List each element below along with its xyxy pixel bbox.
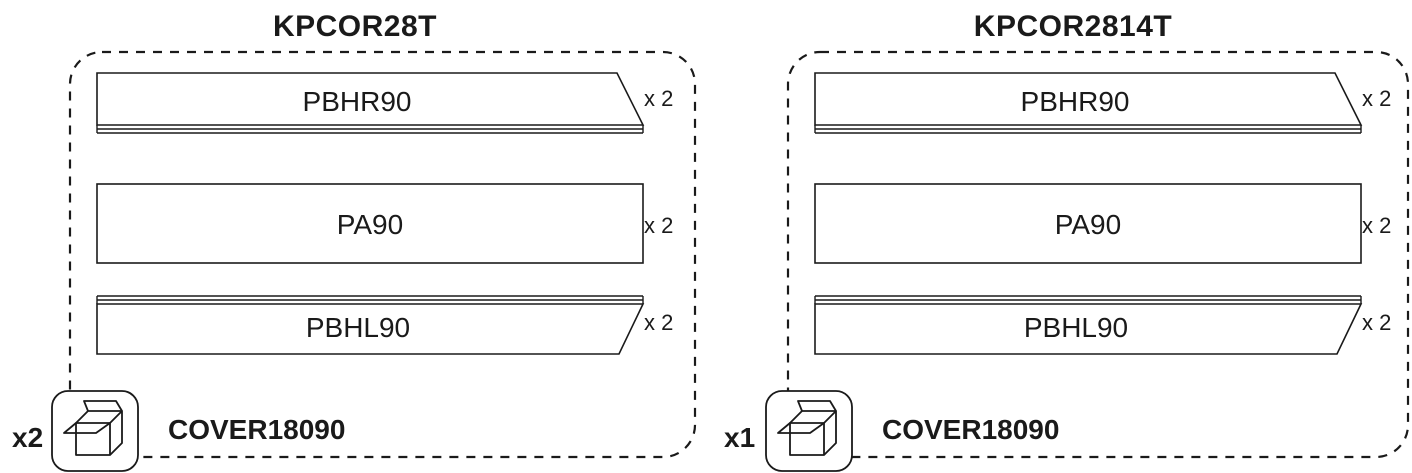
kit-title: KPCOR2814T	[973, 10, 1173, 43]
panel-shape-right-bevel	[96, 72, 645, 134]
panel-label: PA90	[1054, 209, 1122, 240]
panel-shape-left-bevel	[814, 295, 1363, 355]
panel-quantity: x 2	[644, 310, 674, 335]
panel-quantity: x 2	[1362, 213, 1392, 238]
box-quantity: x1	[724, 422, 756, 453]
panel-quantity: x 2	[644, 213, 674, 238]
panel-label: PBHL90	[1023, 312, 1129, 343]
panel-shape-straight	[814, 183, 1362, 264]
panel-quantity: x 2	[1362, 86, 1392, 111]
kit-title: KPCOR28T	[272, 10, 438, 43]
open-box-icon	[51, 390, 139, 472]
box-label: COVER18090	[168, 414, 346, 445]
open-box-icon	[765, 390, 853, 472]
panel-shape-right-bevel	[814, 72, 1363, 134]
kit-group: KPCOR2814T PBHR90 x 2 PA90 x 2 PBHL90 x …	[718, 0, 1412, 473]
panel-label: PA90	[336, 209, 404, 240]
panel-label: PBHR90	[302, 86, 412, 117]
panel-shape-straight	[96, 183, 644, 264]
box-quantity: x2	[12, 422, 44, 453]
panel-label: PBHR90	[1020, 86, 1130, 117]
panel-shape-left-bevel	[96, 295, 645, 355]
kit-group: KPCOR28T PBHR90 x 2 PA90 x 2 PBHL90 x 2 …	[0, 0, 700, 473]
box-label: COVER18090	[882, 414, 1060, 445]
panel-quantity: x 2	[1362, 310, 1392, 335]
panel-quantity: x 2	[644, 86, 674, 111]
kit-dashed-outline	[786, 50, 1410, 459]
panel-label: PBHL90	[305, 312, 411, 343]
kit-dashed-outline	[68, 50, 697, 459]
